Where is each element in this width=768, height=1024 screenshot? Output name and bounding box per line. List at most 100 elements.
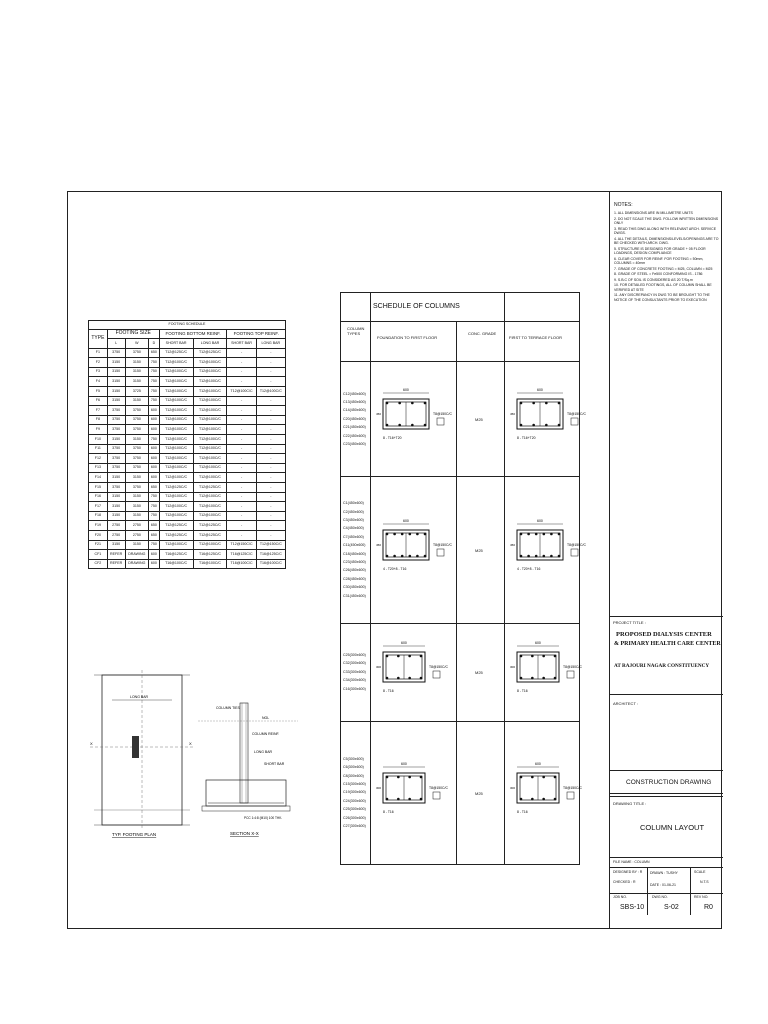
tie-detail [566, 791, 575, 799]
rebar-dot [397, 654, 400, 658]
footing-cell: F16 [88, 491, 108, 503]
rev-label: REV NO. [694, 895, 709, 899]
footing-cell: T12@100C/C [192, 424, 228, 436]
footing-cell: 3150 [124, 434, 150, 445]
column-type-label: C13(450x600) [343, 400, 366, 404]
column-type-label: C34(300x600) [343, 678, 366, 683]
footing-cell: - [226, 347, 257, 359]
column-type-label: C12(450x600) [343, 391, 366, 396]
footing-cell: 3750 [124, 414, 150, 426]
footing-cell: T12@125C/C [192, 482, 228, 493]
column-type-label: C6(300x600) [343, 765, 364, 770]
rebar-dot [385, 797, 389, 800]
checked-by: CHECKED : R [613, 880, 636, 884]
column-schedule-title-row: SCHEDULE OF COLUMNS [341, 293, 579, 322]
section-column [239, 702, 249, 804]
footing-cell: 2750 [124, 520, 150, 531]
footing-cell: T12@100C/C [158, 366, 194, 378]
rebar-dot [416, 532, 419, 535]
rebar-dot [423, 423, 427, 427]
footing-cell: F11 [88, 443, 108, 455]
column-type-label: C3(450x600) [343, 517, 364, 522]
footing-cell: F6 [88, 395, 108, 407]
plan-axis-x-right: X [189, 741, 192, 746]
footing-cell: T12@100C/C [192, 357, 228, 368]
rebar-dot [545, 423, 548, 427]
note-item: 1. ALL DIMENSIONS ARE IN MILLIMETRE UNIT… [614, 211, 693, 215]
footing-cell: T12@100C/C [192, 462, 228, 474]
footing-cell: - [255, 405, 287, 416]
rebar-dot [531, 654, 534, 658]
footing-cell: 3150 [106, 376, 126, 388]
footing-cell: - [226, 529, 257, 541]
footing-cell: - [226, 482, 257, 493]
side-text: 300 [510, 665, 515, 669]
footing-cell: - [255, 529, 287, 541]
footing-cell: F2 [88, 357, 108, 368]
footing-cell: F18 [88, 510, 108, 522]
column-outline [516, 772, 560, 803]
rebar-dot [557, 532, 561, 535]
footing-cell: 3750 [106, 453, 126, 464]
rebar-dot [519, 423, 523, 427]
side-text: 450 [510, 412, 515, 416]
footing-cell: - [226, 376, 257, 388]
footing-cell: 3750 [106, 462, 126, 474]
footing-cell: 750 [148, 376, 160, 388]
rebar-dot [519, 532, 523, 535]
footing-cell: - [226, 510, 257, 522]
column-type-label: C5(300x600) [343, 756, 364, 761]
footing-cell: - [226, 453, 257, 464]
footing-cell: T16@125C/C [192, 549, 228, 560]
footing-subheader: SHORT BAR [158, 338, 194, 349]
footing-cell: 3150 [106, 395, 126, 407]
column-type-label: C28(450x600) [343, 576, 366, 581]
column-type-label: C20(450x600) [343, 416, 366, 421]
section-xx: COLUMN TIES NGL COLUMN REINF. LONG BAR S… [198, 702, 298, 836]
side-text: 300 [376, 786, 381, 790]
column-type-label: C26(450x600) [343, 568, 366, 573]
typical-footing-plan: LONG BAR X X TYP. FOOTING PLAN [90, 670, 194, 837]
column-type-list: C25(300x600)C32(300x600)C33(300x600)C34(… [343, 651, 366, 693]
rebar-dot [542, 654, 545, 658]
column-type-label: C25(300x600) [343, 807, 366, 812]
concrete-grade: M25 [475, 547, 483, 553]
tie-detail [436, 548, 445, 556]
footing-cell: - [226, 520, 257, 531]
rebar-dot [385, 775, 389, 778]
column-type-label: C21(450x600) [343, 425, 366, 430]
rebar-dot [419, 676, 423, 680]
footing-cell: - [255, 443, 287, 455]
footing-cell: T12@100C/C [192, 395, 228, 407]
concrete-grade: M25 [475, 790, 483, 796]
rebar-dot [519, 654, 523, 658]
footing-cell: T12@100C/C [192, 453, 228, 464]
footing-cell: - [226, 357, 257, 368]
footing-cell: - [226, 443, 257, 455]
dim-text: 600 [401, 641, 407, 645]
rebar-dot [423, 532, 427, 535]
footing-cell: - [255, 424, 287, 436]
column-type-label: C27(300x600) [343, 823, 366, 828]
note-item: 7. GRADE OF CONCRETE FOOTING = M25, COLU… [614, 266, 713, 271]
footing-cell: F10 [88, 434, 108, 445]
callout-col-reinf: COLUMN REINF. [252, 732, 279, 736]
footing-cell: - [255, 434, 287, 445]
footing-cell: 2750 [106, 529, 126, 541]
rebar-dot [550, 554, 553, 557]
footing-cell: T12@150C/C [255, 539, 287, 551]
footing-cell: 3150 [106, 501, 126, 512]
rebar-dot [553, 775, 557, 778]
column-schedule: SCHEDULE OF COLUMNS COLUMN TYPES FOUNDAT… [340, 292, 586, 865]
footing-cell: T12@100C/C [158, 539, 194, 551]
footing-subheader: D [148, 338, 160, 349]
scale-label: SCALE [694, 870, 706, 874]
